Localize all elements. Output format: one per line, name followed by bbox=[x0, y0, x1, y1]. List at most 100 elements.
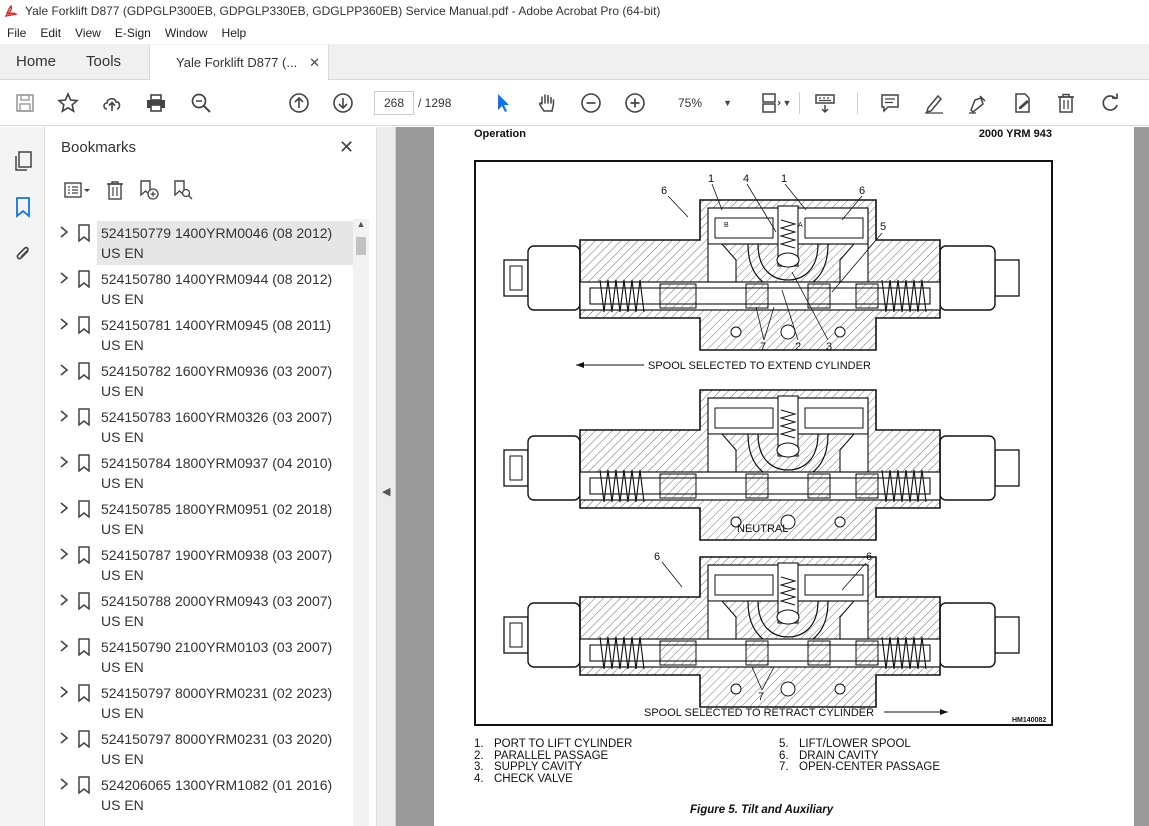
trash-icon[interactable] bbox=[1053, 90, 1079, 116]
page-fit-icon[interactable] bbox=[757, 90, 783, 116]
figure-box: 6 1 4 1 6 5 7 2 3 bbox=[474, 160, 1053, 726]
zoom-level-dropdown[interactable]: 75% ▼ bbox=[670, 91, 740, 115]
highlighter-icon[interactable] bbox=[921, 90, 947, 116]
bookmark-item[interactable]: 524150788 2000YRM0943 (03 2007)US EN bbox=[45, 589, 357, 635]
legend-item: 5.LIFT/LOWER SPOOL bbox=[779, 738, 940, 751]
bookmark-panel-icon[interactable] bbox=[9, 193, 37, 221]
chevron-right-icon[interactable] bbox=[57, 639, 71, 653]
caption-retract: SPOOL SELECTED TO RETRACT CYLINDER bbox=[644, 707, 874, 719]
page-number-input[interactable]: 268 bbox=[374, 91, 414, 115]
star-icon[interactable] bbox=[55, 90, 81, 116]
bookmark-lang: US EN bbox=[101, 521, 144, 537]
title-bar: Yale Forklift D877 (GDPGLP300EB, GDPGLP3… bbox=[0, 0, 1149, 22]
delete-bookmark-icon[interactable] bbox=[101, 177, 129, 203]
menu-file[interactable]: File bbox=[7, 26, 27, 40]
draw-pen-icon[interactable] bbox=[965, 90, 991, 116]
bookmark-item[interactable]: 524150797 8000YRM0231 (02 2023)US EN bbox=[45, 681, 357, 727]
bookmark-title: 524150788 2000YRM0943 (03 2007) bbox=[101, 593, 333, 609]
callout-1: 1 bbox=[781, 173, 787, 185]
bookmarks-panel: Bookmarks ✕ 524150779 1400YRM0046 (08 20… bbox=[45, 127, 377, 826]
bookmark-icon bbox=[78, 546, 90, 564]
new-bookmark-icon[interactable] bbox=[135, 177, 163, 203]
chevron-right-icon[interactable] bbox=[57, 455, 71, 469]
chevron-right-icon[interactable] bbox=[57, 317, 71, 331]
bookmark-item[interactable]: 524150784 1800YRM0937 (04 2010) US EN bbox=[45, 451, 357, 497]
bookmark-item[interactable]: 524150783 1600YRM0326 (03 2007)US EN bbox=[45, 405, 357, 451]
bookmark-item[interactable]: 524150797 8000YRM0231 (03 2020)US EN bbox=[45, 727, 357, 773]
chevron-down-icon[interactable]: ▼ bbox=[782, 98, 792, 108]
chevron-right-icon[interactable] bbox=[57, 731, 71, 745]
bookmark-item[interactable]: 524150780 1400YRM0944 (08 2012)US EN bbox=[45, 267, 357, 313]
bookmark-label: 524150788 2000YRM0943 (03 2007)US EN bbox=[97, 589, 355, 633]
cloud-upload-icon[interactable] bbox=[99, 90, 125, 116]
document-viewer[interactable]: Operation 2000 YRM 943 bbox=[396, 127, 1149, 826]
collapse-left-arrow-icon[interactable]: ◀ bbox=[382, 486, 391, 498]
bookmark-item[interactable]: 524206065 1300YRM1082 (01 2016)US EN bbox=[45, 773, 357, 819]
bookmark-title: 524150784 1800YRM0937 (04 2010) bbox=[101, 455, 333, 471]
attachments-icon[interactable] bbox=[9, 239, 37, 267]
menu-window[interactable]: Window bbox=[164, 26, 208, 40]
chevron-right-icon[interactable] bbox=[57, 363, 71, 377]
chevron-right-icon[interactable] bbox=[57, 593, 71, 607]
legend-text: PORT TO LIFT CYLINDER bbox=[494, 738, 633, 750]
chevron-right-icon[interactable] bbox=[57, 409, 71, 423]
chevron-right-icon[interactable] bbox=[57, 271, 71, 285]
bookmark-item[interactable]: 524150785 1800YRM0951 (02 2018)US EN bbox=[45, 497, 357, 543]
tab-document[interactable]: Yale Forklift D877 (... ✕ bbox=[149, 45, 330, 80]
close-tab-icon[interactable]: ✕ bbox=[309, 54, 321, 70]
zoom-out-icon[interactable] bbox=[578, 90, 604, 116]
save-icon[interactable] bbox=[12, 90, 38, 116]
bookmark-item[interactable]: 524150779 1400YRM0046 (08 2012)US EN bbox=[45, 221, 357, 267]
bookmark-lang: US EN bbox=[101, 567, 144, 583]
bookmarks-scrollbar[interactable]: ▲ bbox=[353, 219, 369, 826]
bookmark-lang: US EN bbox=[101, 751, 144, 767]
zoom-search-icon[interactable] bbox=[188, 90, 214, 116]
bookmark-options-icon[interactable] bbox=[59, 177, 95, 203]
hand-tool-icon[interactable] bbox=[534, 90, 560, 116]
bookmark-label: 524150782 1600YRM0936 (03 2007)US EN bbox=[97, 359, 355, 403]
print-icon[interactable] bbox=[143, 90, 169, 116]
comment-icon[interactable] bbox=[877, 90, 903, 116]
chevron-right-icon[interactable] bbox=[57, 547, 71, 561]
page-header-left: Operation bbox=[474, 128, 526, 140]
callouts-bottom: 6 6 7 bbox=[654, 551, 872, 703]
panel-collapse-handle[interactable]: ◀ bbox=[377, 127, 396, 826]
edit-stamp-icon[interactable] bbox=[1009, 90, 1035, 116]
scroll-thumb[interactable] bbox=[356, 237, 366, 255]
close-icon[interactable]: ✕ bbox=[339, 137, 355, 157]
bookmark-icon bbox=[78, 638, 90, 656]
bookmark-item[interactable]: 524150790 2100YRM0103 (03 2007)US EN bbox=[45, 635, 357, 681]
bookmark-icon bbox=[78, 684, 90, 702]
next-page-icon[interactable] bbox=[330, 90, 356, 116]
tab-tools[interactable]: Tools bbox=[86, 53, 122, 70]
bookmark-item[interactable]: 524150781 1400YRM0945 (08 2011)US EN bbox=[45, 313, 357, 359]
legend-number: 2. bbox=[474, 749, 484, 762]
chevron-right-icon[interactable] bbox=[57, 501, 71, 515]
callout-6: 6 bbox=[866, 551, 872, 563]
legend-number: 1. bbox=[474, 738, 484, 750]
scroll-up-arrow-icon[interactable]: ▲ bbox=[356, 219, 366, 229]
toolbar-separator bbox=[857, 92, 858, 114]
bookmark-item[interactable]: 524150782 1600YRM0936 (03 2007)US EN bbox=[45, 359, 357, 405]
chevron-right-icon[interactable] bbox=[57, 225, 71, 239]
pages-icon[interactable] bbox=[9, 147, 37, 175]
menu-esign[interactable]: E-Sign bbox=[114, 26, 151, 40]
previous-page-icon[interactable] bbox=[286, 90, 312, 116]
tab-home[interactable]: Home bbox=[16, 53, 57, 70]
bookmark-icon bbox=[78, 224, 90, 242]
zoom-in-icon[interactable] bbox=[622, 90, 648, 116]
bookmark-item[interactable]: 524150787 1900YRM0938 (03 2007)US EN bbox=[45, 543, 357, 589]
bookmark-lang: US EN bbox=[101, 475, 144, 491]
chevron-right-icon[interactable] bbox=[57, 777, 71, 791]
menu-view[interactable]: View bbox=[75, 26, 101, 40]
redo-icon[interactable] bbox=[1097, 90, 1123, 116]
select-cursor-icon[interactable] bbox=[490, 90, 516, 116]
keyboard-scroll-icon[interactable] bbox=[812, 90, 838, 116]
bookmark-title: 524150790 2100YRM0103 (03 2007) bbox=[101, 639, 333, 655]
tab-bar: Home Tools Yale Forklift D877 (... ✕ bbox=[0, 44, 1149, 80]
menu-help[interactable]: Help bbox=[221, 26, 247, 40]
chevron-right-icon[interactable] bbox=[57, 685, 71, 699]
bookmark-search-icon[interactable] bbox=[169, 177, 197, 203]
menu-edit[interactable]: Edit bbox=[40, 26, 62, 40]
bookmark-icon bbox=[78, 454, 90, 472]
